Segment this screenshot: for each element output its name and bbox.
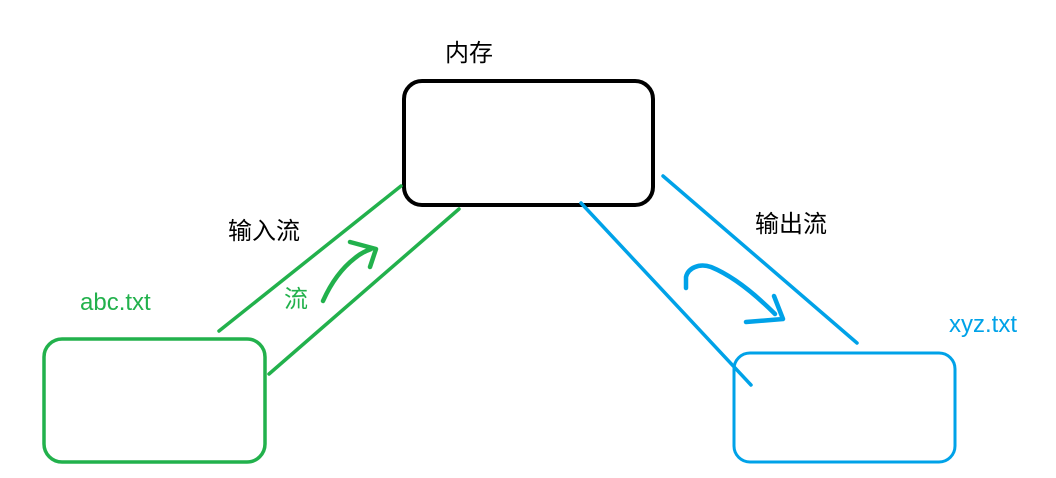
- input-stream-label: 输入流: [228, 218, 300, 245]
- source-file-box: [42, 337, 267, 464]
- output-flow-arrowhead-icon: [743, 293, 786, 325]
- output-stream-line-right: [661, 174, 859, 345]
- source-file-label: abc.txt: [80, 289, 151, 316]
- input-stream-line-upper: [217, 184, 403, 333]
- input-flow-arrowhead-icon: [347, 239, 379, 270]
- input-stream-line-lower: [267, 207, 461, 376]
- dest-file-label: xyz.txt: [949, 311, 1018, 338]
- output-flow-arrow-shaft: [683, 263, 778, 317]
- dest-file-box: [732, 351, 957, 464]
- memory-box: [402, 79, 655, 207]
- stream-label: 流: [284, 286, 308, 313]
- output-stream-line-left: [579, 201, 753, 387]
- memory-label: 内存: [445, 40, 493, 67]
- output-stream-label: 输出流: [755, 211, 827, 238]
- input-flow-arrow-shaft: [320, 246, 374, 304]
